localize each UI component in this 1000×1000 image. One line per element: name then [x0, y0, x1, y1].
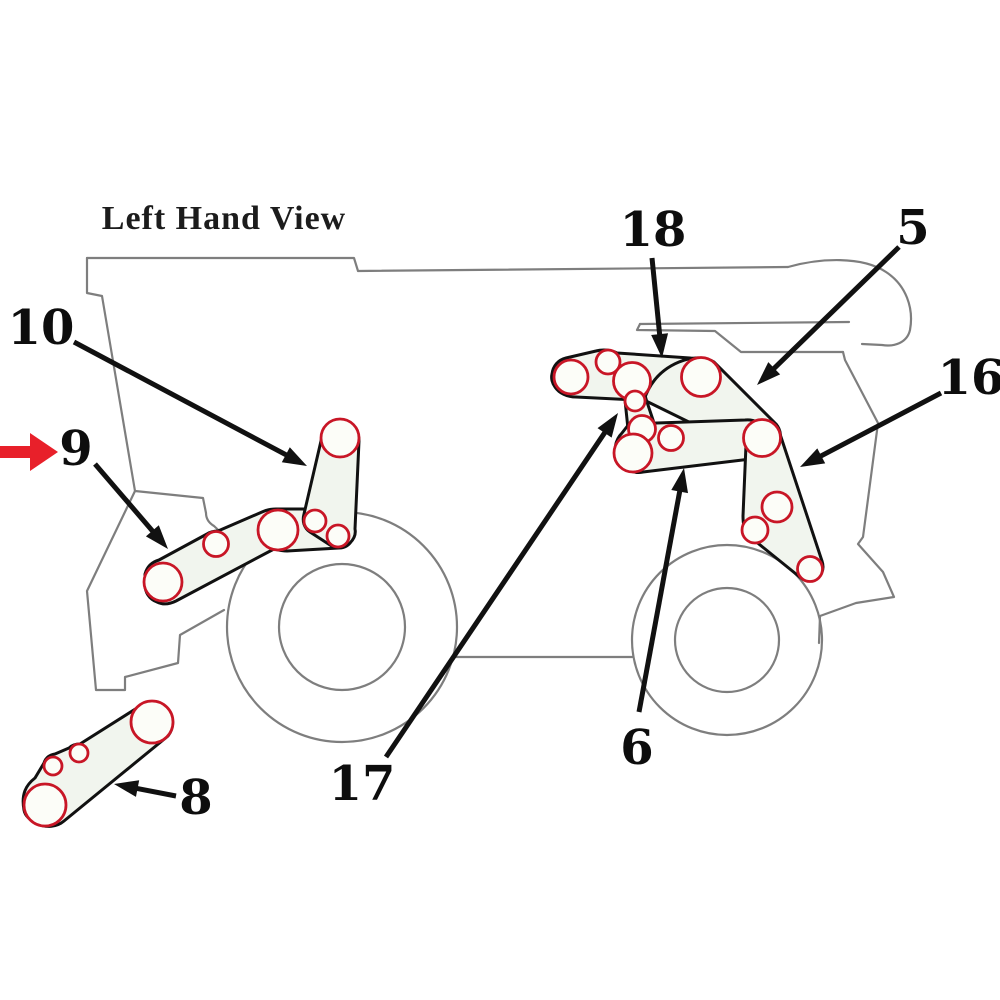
body-outline-feeder-house: [85, 489, 226, 692]
pulley-belt-9: [202, 530, 230, 558]
body-outline-rear-body: [817, 350, 896, 645]
callout-arrowhead-9: [145, 525, 168, 549]
red-indicator-arrow: [0, 433, 58, 471]
pulley-belt-6: [657, 424, 685, 452]
part-label-5: 5: [896, 200, 930, 257]
part-label-16: 16: [937, 350, 1000, 407]
pulley-belt-18: [680, 356, 722, 398]
part-label-18: 18: [619, 202, 687, 259]
callout-arrow-shaft-6: [636, 487, 683, 713]
pulley-belt-17: [623, 389, 647, 413]
part-label-10: 10: [7, 300, 75, 357]
body-outline-front-bracket: [133, 489, 245, 555]
body-outline-panel-bottom: [635, 322, 845, 354]
view-title: Left Hand View: [101, 200, 347, 237]
body-outline-front-slope: [85, 256, 137, 493]
body-outline-panel-top-line: [638, 320, 851, 326]
body-outline-top-deck: [85, 256, 790, 273]
front-wheel-inner: [277, 562, 407, 692]
callout-arrowhead-10: [281, 447, 307, 466]
pulley-belt-16: [740, 515, 770, 545]
pulley-belt-9: [142, 561, 184, 603]
callout-arrowhead-18: [651, 333, 669, 358]
pulley-belt-8: [129, 699, 175, 745]
callout-arrow-shaft-18: [649, 257, 663, 339]
body-outline-engine-hood: [786, 258, 912, 347]
part-label-6: 6: [620, 720, 654, 777]
callout-arrow-shaft-10: [72, 339, 291, 459]
pulley-belt-18: [552, 358, 590, 396]
pulley-belt-9: [325, 523, 351, 549]
pulley-belt-8: [22, 782, 68, 828]
pulley-belt-9: [302, 508, 328, 534]
pulley-belt-8: [68, 742, 90, 764]
part-label-8: 8: [179, 770, 213, 827]
callout-arrow-shaft-16: [816, 390, 943, 460]
callout-arrow-shaft-5: [769, 245, 901, 373]
part-label-17: 17: [328, 756, 396, 813]
callout-arrow-shaft-8: [133, 785, 177, 799]
callout-arrowhead-5: [757, 362, 781, 385]
pulley-belt-10: [319, 417, 361, 459]
part-label-9: 9: [59, 421, 93, 478]
rear-wheel-outer: [630, 543, 824, 737]
pulley-belt-16: [760, 490, 794, 524]
callout-arrow-shaft-9: [93, 462, 157, 536]
callout-arrowhead-17: [597, 413, 618, 438]
pulley-belt-6: [612, 432, 654, 474]
pulley-belt-8: [42, 755, 64, 777]
pulley-belt-5: [742, 418, 782, 458]
callout-arrowhead-8: [114, 780, 140, 797]
rear-wheel-inner: [673, 586, 781, 694]
callout-arrowhead-16: [800, 448, 826, 467]
pulley-belt-16: [796, 555, 824, 583]
callout-arrow-shaft-17: [383, 428, 609, 759]
pulley-belt-18: [594, 348, 622, 376]
pulley-belt-9: [256, 508, 300, 552]
callout-arrowhead-6: [671, 468, 689, 494]
